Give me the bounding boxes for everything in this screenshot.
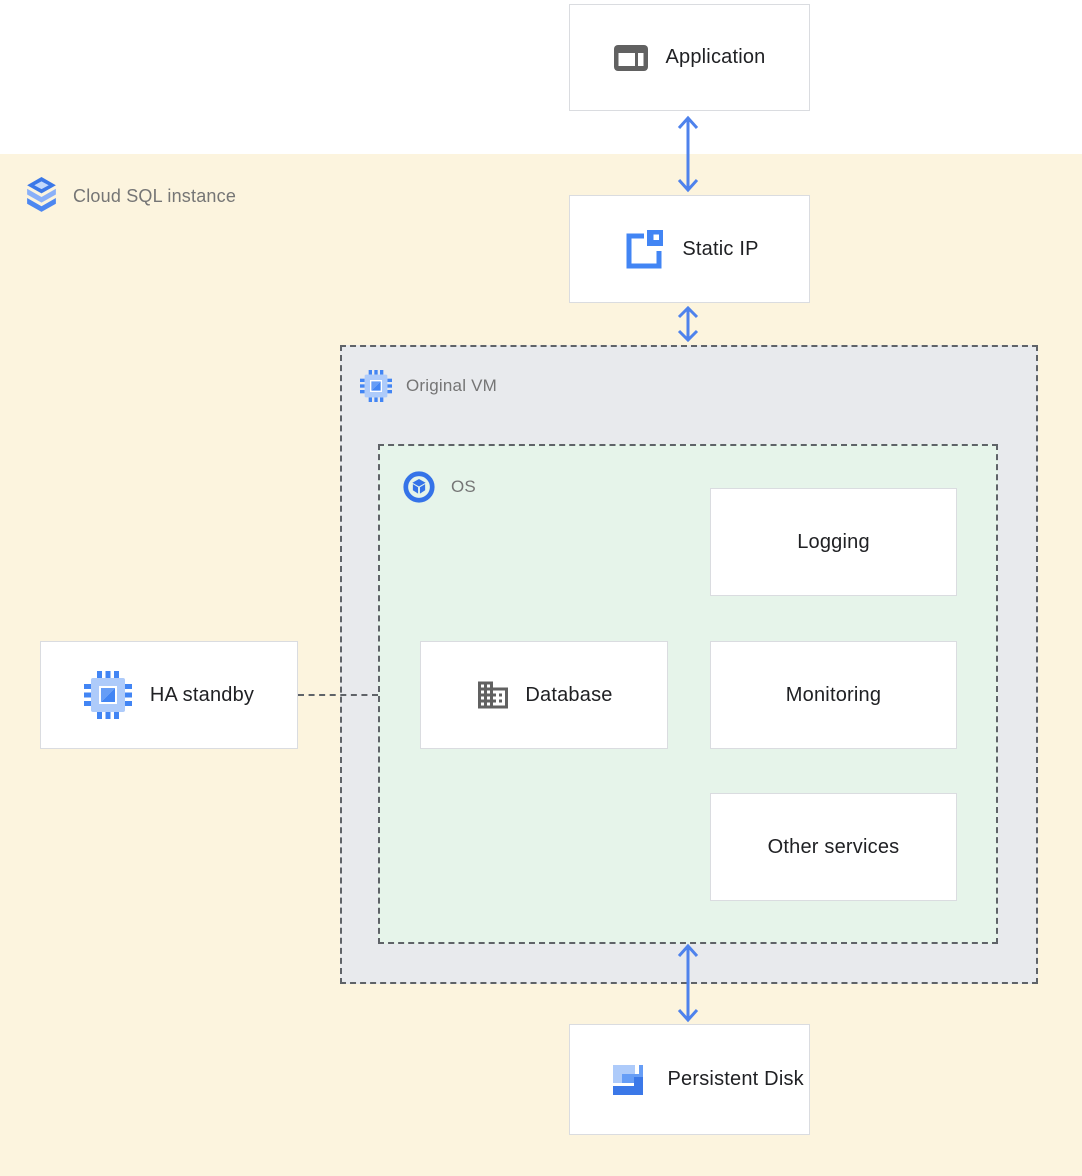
other-services-label: Other services [767, 835, 900, 858]
original-vm-zone-label: Original VM [406, 376, 498, 395]
arrow-static-ip-vm [677, 305, 699, 343]
os-zone-label: OS [451, 477, 476, 496]
database-node: Database [420, 641, 668, 749]
static-ip-label: Static IP [682, 237, 759, 260]
building-icon [475, 677, 511, 713]
cloud-sql-zone-label: Cloud SQL instance [73, 185, 237, 206]
persistent-disk-node: Persistent Disk [569, 1024, 810, 1135]
static-ip-icon [620, 227, 664, 271]
database-label: Database [525, 683, 613, 706]
os-zone-header: OS [402, 470, 476, 504]
cloud-sql-zone-header: Cloud SQL instance [26, 177, 236, 215]
logging-node: Logging [710, 488, 957, 596]
monitoring-label: Monitoring [785, 683, 882, 706]
os-icon [402, 470, 436, 504]
compute-engine-icon [83, 671, 132, 719]
monitoring-node: Monitoring [710, 641, 957, 749]
connector-ha-standby-vm [298, 694, 378, 696]
static-ip-node: Static IP [569, 195, 810, 303]
logging-label: Logging [797, 530, 870, 553]
cloud-sql-icon [26, 177, 57, 215]
persistent-disk-icon [606, 1058, 650, 1102]
arrow-application-static-ip [677, 115, 699, 193]
persistent-disk-label: Persistent Disk [667, 1068, 804, 1090]
other-services-node: Other services [710, 793, 957, 901]
application-node: Application [569, 4, 810, 111]
application-window-icon [613, 43, 649, 73]
application-label: Application [665, 46, 766, 68]
original-vm-zone-header: Original VM [360, 370, 497, 402]
arrow-os-persistent-disk [677, 943, 699, 1023]
ha-standby-label: HA standby [149, 683, 255, 706]
compute-engine-icon [360, 370, 392, 402]
ha-standby-node: HA standby [40, 641, 298, 749]
